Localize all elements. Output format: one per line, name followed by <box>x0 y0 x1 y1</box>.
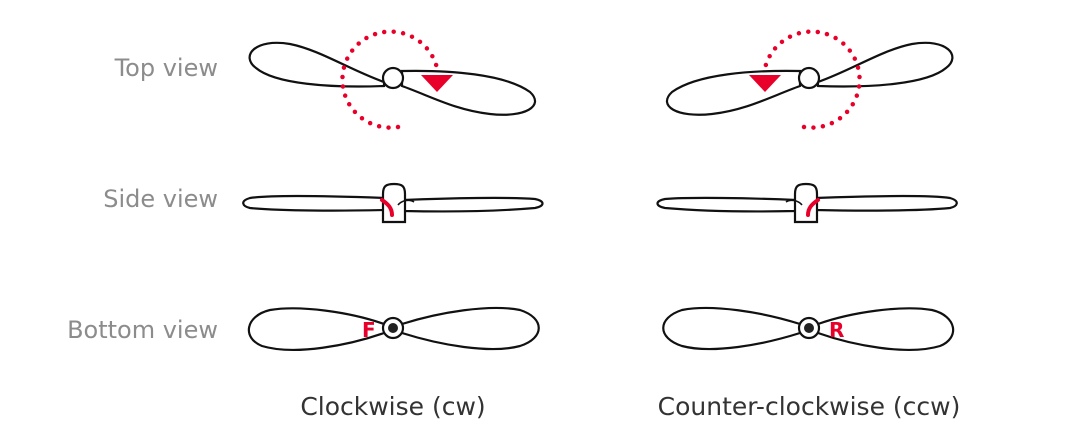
row-label-bottom-view: Bottom view <box>67 316 218 344</box>
cw-top-view-propeller <box>250 32 535 128</box>
cw-side-view-propeller <box>241 182 545 224</box>
caption-clockwise: Clockwise (cw) <box>300 392 486 421</box>
row-label-side-view: Side view <box>103 185 218 213</box>
ccw-marker-letter: R <box>829 318 844 342</box>
ccw-side-view-propeller <box>655 182 959 224</box>
row-label-top-view: Top view <box>114 54 218 82</box>
ccw-top-view-propeller <box>667 32 952 128</box>
cw-bottom-view-propeller <box>247 306 540 352</box>
caption-counter-clockwise: Counter-clockwise (ccw) <box>657 392 961 421</box>
cw-marker-letter: F <box>362 318 376 342</box>
ccw-bottom-view-propeller <box>662 306 955 352</box>
